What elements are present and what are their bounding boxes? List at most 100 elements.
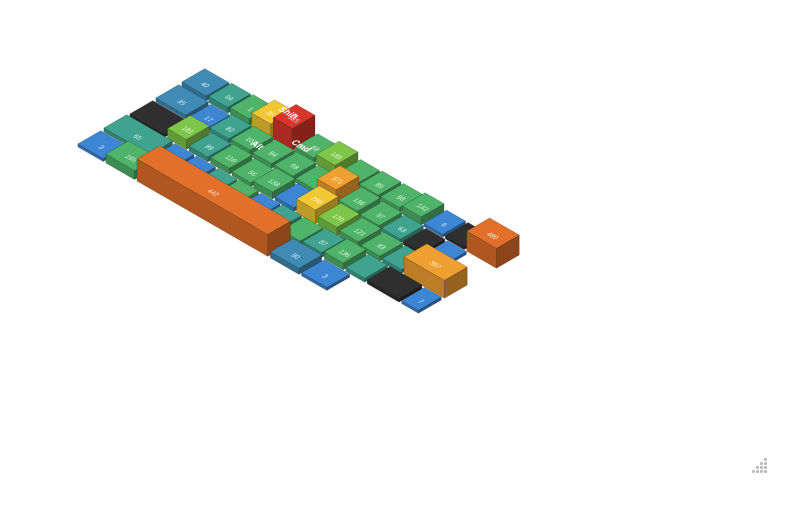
key--11: -6 <box>423 79 726 238</box>
key-label: M <box>558 159 573 168</box>
key-label: Shift <box>708 184 733 199</box>
key-count: 170 <box>330 214 346 223</box>
key-label: 9 <box>639 63 652 71</box>
key-label: [ <box>708 115 719 122</box>
key-label: H <box>519 115 533 124</box>
key-g-32: G 138 <box>253 104 494 200</box>
key-label: Ctrl <box>285 72 307 85</box>
key-count: 442 <box>205 188 221 197</box>
key-label: 6 <box>525 36 538 44</box>
key-label: Z <box>342 121 356 129</box>
key-esc-0: Esc 40 <box>181 0 326 102</box>
key-count: 97 <box>374 213 387 221</box>
key-u-21: U 371 <box>316 69 564 207</box>
key-alt-57: Alt 3 <box>301 208 644 291</box>
key-label: Alt <box>248 140 267 151</box>
key-label: / <box>668 180 679 187</box>
key-0-10: 0 142 <box>401 65 686 226</box>
key-label: U <box>549 69 563 78</box>
key-label: Fn <box>758 196 776 207</box>
key-count: 87 <box>316 240 329 248</box>
key-count: 88 <box>394 195 407 203</box>
key-count: 181 <box>179 126 195 135</box>
key-fn-52: Fn 7 <box>401 196 776 314</box>
key-label: - <box>714 79 725 86</box>
key-count: 85 <box>373 182 386 190</box>
key-label: F <box>446 102 460 110</box>
key-label: K <box>586 121 601 130</box>
key-count: 98 <box>288 163 301 171</box>
key-count: 480 <box>484 232 500 241</box>
key-label: I <box>596 90 607 97</box>
key-label: , <box>595 165 606 172</box>
key-count: 397 <box>427 260 443 269</box>
key-label: P <box>670 106 684 114</box>
key-label: W <box>378 51 394 61</box>
key-label: S <box>373 87 387 95</box>
key-label: Space <box>409 142 445 163</box>
key-count: 3 <box>96 145 106 151</box>
key-5-5: 568 <box>294 36 507 164</box>
key-label: G <box>479 104 494 113</box>
key-label: ' <box>702 149 713 156</box>
key-del-13: Del 480 <box>466 68 796 269</box>
key-label: Q <box>344 48 359 57</box>
key-count: 84 <box>266 151 279 159</box>
key-count: 355 <box>264 110 280 119</box>
key-count: 68 <box>308 145 321 153</box>
key-label: Del <box>775 68 795 80</box>
key-label: L <box>625 131 639 139</box>
key-i-22: I 136 <box>338 90 607 219</box>
key-count: 65 <box>131 134 144 142</box>
key-count: 82 <box>223 126 236 134</box>
key-count: 83 <box>374 243 387 251</box>
watermark-logo-icon <box>752 458 768 474</box>
key-count: 165 <box>123 154 139 163</box>
key-label: Tab <box>294 36 316 49</box>
key-count: 136 <box>336 249 352 258</box>
key-8-8: 8 85 <box>358 56 616 201</box>
key-label: . <box>629 169 640 176</box>
key-label: ] <box>745 121 756 128</box>
key-t-19: T 98 <box>273 72 502 182</box>
key-count: 298 <box>308 196 324 205</box>
key-count: 371 <box>329 176 345 185</box>
key-label: 4 <box>441 6 454 14</box>
key-count: 121 <box>351 228 367 237</box>
key--49: . 136 <box>323 169 640 271</box>
key-count: 142 <box>414 203 430 212</box>
key-count: 3 <box>320 274 330 280</box>
key-count: 90 <box>289 253 302 261</box>
key-label: N <box>522 152 536 161</box>
key-count: 525 <box>285 115 301 124</box>
key-label: C <box>414 134 429 143</box>
key-label: Alt <box>625 208 644 219</box>
key-count: 6 <box>439 222 449 228</box>
key-label: T <box>488 72 502 80</box>
key-count: 138 <box>265 178 281 187</box>
key-label: D <box>408 93 423 102</box>
key-label: V <box>449 139 463 147</box>
key-label: 3 <box>413 10 426 18</box>
key-label: Ret <box>738 137 759 149</box>
key-2-2: 21 <box>229 14 396 126</box>
key-label: 7 <box>568 51 581 59</box>
key-label: 8 <box>603 56 616 64</box>
key-label: 1 <box>348 8 361 16</box>
key-ret-39: Ret 397 <box>403 137 759 299</box>
key-count: 7 <box>416 299 426 305</box>
key-label: 0 <box>673 65 686 73</box>
key-label: B <box>486 147 501 156</box>
key-count: 89 <box>202 144 215 152</box>
key-label: J <box>546 108 559 116</box>
key-count: 185 <box>328 152 344 161</box>
key-label: Esc <box>304 0 326 13</box>
key-count: 136 <box>350 198 366 207</box>
key-label: Y <box>525 80 539 88</box>
key-count: 40 <box>198 82 211 90</box>
key-label: X <box>378 128 392 136</box>
key-label: ; <box>664 141 675 148</box>
